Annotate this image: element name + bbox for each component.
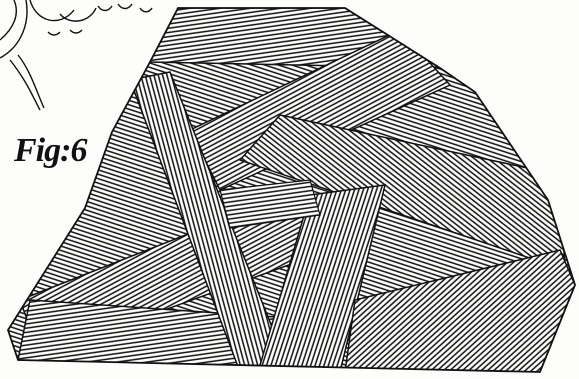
flourish-ornament xyxy=(0,0,152,110)
figure-label: Fig:6 xyxy=(14,132,86,170)
